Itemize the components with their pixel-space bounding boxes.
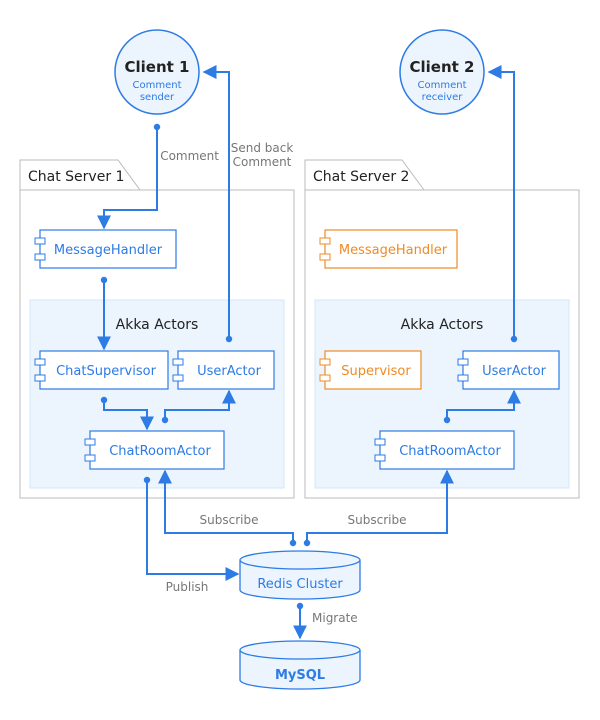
edge-label-send-back-line1: Send back <box>231 141 294 155</box>
client-1-role-line1: Comment <box>133 80 182 91</box>
component-icon <box>319 253 331 261</box>
component-icon <box>457 358 469 366</box>
client-2-node: Client 2 Comment receiver <box>399 29 485 115</box>
component-icon <box>34 237 46 245</box>
mysql-db: MySQL <box>239 640 361 690</box>
client-2-role-line2: receiver <box>422 92 464 103</box>
edge-subscribe-server-1 <box>158 469 294 543</box>
edge-label-migrate: Migrate <box>312 611 358 625</box>
server-1-message-handler: MessageHandler <box>34 229 177 269</box>
server-2-chat-room-actor-label: ChatRoomActor <box>399 444 501 459</box>
edge-supervisor-to-chat-room <box>103 400 154 431</box>
server-1-message-handler-label: MessageHandler <box>54 243 163 258</box>
component-icon <box>34 253 46 261</box>
server-1-user-actor-label: UserActor <box>197 364 261 379</box>
server-2-message-handler-label: MessageHandler <box>339 243 448 258</box>
component-icon <box>374 438 386 446</box>
server-1-chat-supervisor-label: ChatSupervisor <box>56 364 156 379</box>
client-2-title: Client 2 <box>410 58 475 76</box>
server-1-chat-room-actor-label: ChatRoomActor <box>109 444 211 459</box>
component-icon <box>319 237 331 245</box>
server-1-tab <box>19 159 141 191</box>
connectors <box>97 65 521 640</box>
edge-user-actor-to-client1 <box>202 65 230 339</box>
server-1-user-actor: UserActor <box>172 350 275 390</box>
edge-publish <box>146 480 240 581</box>
server-2-user-actor: UserActor <box>457 350 560 390</box>
client-1-role-line2: sender <box>140 92 175 103</box>
edge-client1-to-message-handler <box>97 127 158 230</box>
redis-cluster-label: Redis Cluster <box>257 577 343 592</box>
server-1-label: Chat Server 1 <box>28 169 124 185</box>
server-2-supervisor: Supervisor <box>319 350 422 390</box>
edge-label-send-back-line2: Comment <box>233 155 292 169</box>
server-2-chat-room-actor: ChatRoomActor <box>374 430 515 470</box>
client-1-circle <box>114 29 200 115</box>
edge-user-actor-to-client2 <box>487 65 515 339</box>
component-icon <box>34 358 46 366</box>
mysql-label: MySQL <box>275 668 325 683</box>
connector-endpoints <box>100 123 518 610</box>
server-2-tab <box>304 159 425 191</box>
component-icon <box>34 374 46 382</box>
server-2-message-handler: MessageHandler <box>319 229 458 269</box>
client-1-title: Client 1 <box>125 58 190 76</box>
component-icon <box>84 454 96 462</box>
server-1-actors-title: Akka Actors <box>116 317 199 333</box>
edge-chat-room-2-to-user-actor <box>446 389 521 420</box>
server-1-chat-supervisor: ChatSupervisor <box>34 350 169 390</box>
component-icon <box>457 374 469 382</box>
edge-label-subscribe-2: Subscribe <box>348 513 407 527</box>
edge-subscribe-server-2 <box>306 469 454 543</box>
client-2-role-line1: Comment <box>418 80 467 91</box>
client-1-node: Client 1 Comment sender <box>114 29 200 115</box>
component-icon <box>172 374 184 382</box>
redis-cluster-db: Redis Cluster <box>239 550 361 600</box>
edge-label-subscribe-1: Subscribe <box>200 513 259 527</box>
component-icon <box>319 358 331 366</box>
client-2-circle <box>399 29 485 115</box>
server-2-supervisor-label: Supervisor <box>341 364 411 379</box>
component-icon <box>84 438 96 446</box>
component-icon <box>319 374 331 382</box>
edge-chat-room-to-user-actor <box>164 389 236 420</box>
component-icon <box>374 454 386 462</box>
server-2-actors-title: Akka Actors <box>401 317 484 333</box>
component-icon <box>172 358 184 366</box>
server-1-chat-room-actor: ChatRoomActor <box>84 430 225 470</box>
server-2-label: Chat Server 2 <box>313 169 409 185</box>
server-2-user-actor-label: UserActor <box>482 364 546 379</box>
edge-label-comment: Comment <box>160 149 219 163</box>
edge-label-publish: Publish <box>166 580 209 594</box>
